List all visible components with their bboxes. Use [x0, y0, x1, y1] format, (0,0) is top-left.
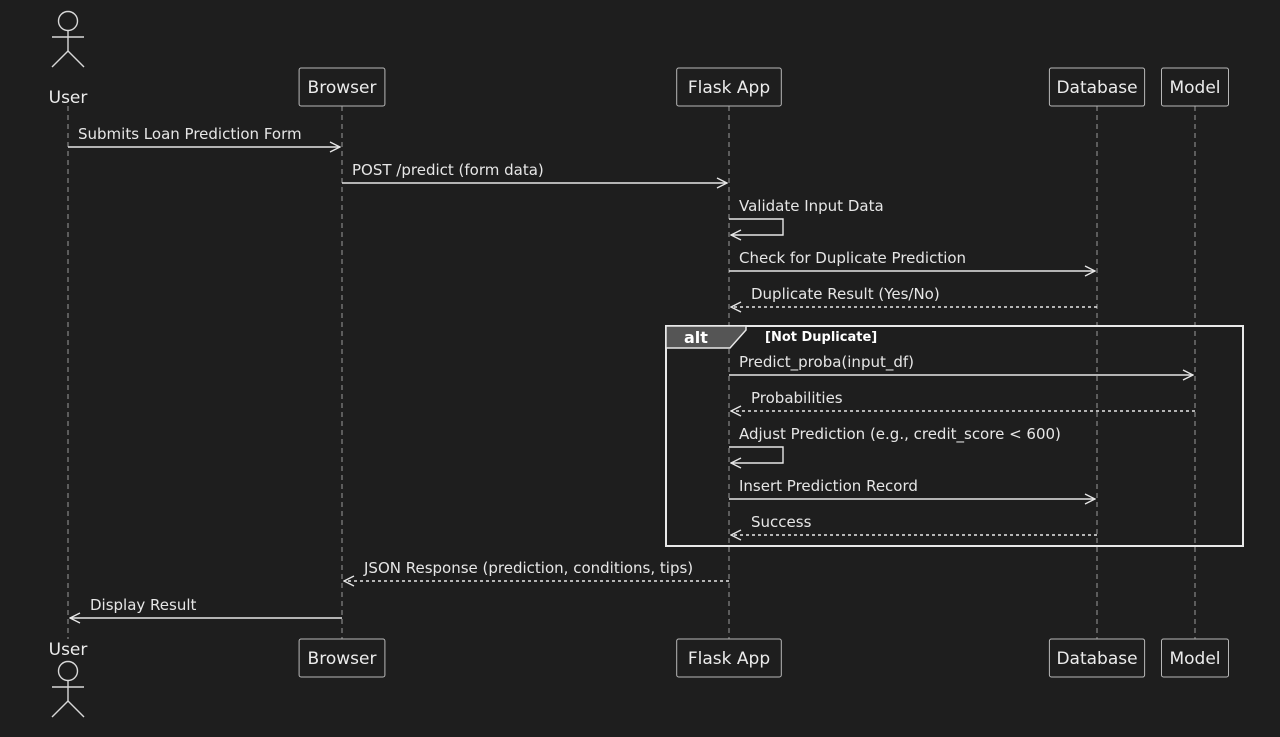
- message-label: Display Result: [90, 596, 197, 614]
- participant-label-model: Model: [1169, 78, 1220, 98]
- participant-model-bottom: Model: [1161, 638, 1229, 678]
- participant-label-flask: Flask App: [688, 78, 770, 98]
- participant-database-bottom: Database: [1048, 638, 1146, 678]
- message-arrow: [729, 446, 784, 463]
- participant-label-flask: Flask App: [688, 649, 770, 669]
- alt-frame-tab: [665, 325, 747, 349]
- message-label: JSON Response (prediction, conditions, t…: [363, 559, 693, 577]
- message-2: POST /predict (form data): [342, 161, 727, 183]
- participant-label-database: Database: [1056, 649, 1137, 669]
- alt-frame-title: alt: [684, 328, 708, 347]
- message-label: Probabilities: [751, 389, 843, 407]
- message-arrow: [729, 218, 784, 235]
- participant-label-user: User: [49, 640, 88, 660]
- stick-figure-icon: [51, 10, 85, 68]
- message-5: Duplicate Result (Yes/No): [731, 285, 1097, 307]
- message-label: Adjust Prediction (e.g., credit_score < …: [739, 425, 1061, 444]
- participant-model-top: Model: [1161, 67, 1229, 107]
- message-3: Validate Input Data: [729, 197, 884, 235]
- participant-label-model: Model: [1169, 649, 1220, 669]
- participant-browser-bottom: Browser: [298, 638, 386, 678]
- message-label: POST /predict (form data): [352, 161, 544, 179]
- message-label: Predict_proba(input_df): [739, 353, 914, 372]
- alt-frame: [665, 325, 1244, 547]
- message-label: Validate Input Data: [739, 197, 884, 215]
- actor-user-top: User: [49, 10, 88, 108]
- participant-label-browser: Browser: [308, 649, 377, 669]
- participant-flask-bottom: Flask App: [676, 638, 782, 678]
- message-10: Success: [731, 513, 1097, 535]
- message-7: Probabilities: [731, 389, 1195, 411]
- message-8: Adjust Prediction (e.g., credit_score < …: [729, 425, 1061, 463]
- message-label: Submits Loan Prediction Form: [78, 125, 302, 143]
- message-label: Check for Duplicate Prediction: [739, 249, 966, 267]
- actor-user-bottom: User: [49, 640, 88, 718]
- message-label: Duplicate Result (Yes/No): [751, 285, 940, 303]
- message-label: Insert Prediction Record: [739, 477, 918, 495]
- alt-frame-guard: [Not Duplicate]: [765, 330, 877, 345]
- message-1: Submits Loan Prediction Form: [68, 125, 340, 147]
- message-11: JSON Response (prediction, conditions, t…: [344, 559, 729, 581]
- participant-label-user: User: [49, 88, 88, 108]
- message-6: Predict_proba(input_df): [729, 353, 1193, 375]
- participant-browser-top: Browser: [298, 67, 386, 107]
- message-9: Insert Prediction Record: [729, 477, 1095, 499]
- participant-database-top: Database: [1048, 67, 1146, 107]
- participant-label-database: Database: [1056, 78, 1137, 98]
- message-label: Success: [751, 513, 812, 531]
- message-12: Display Result: [70, 596, 342, 618]
- stick-figure-icon: [51, 660, 85, 718]
- participant-flask-top: Flask App: [676, 67, 782, 107]
- participant-label-browser: Browser: [308, 78, 377, 98]
- message-4: Check for Duplicate Prediction: [729, 249, 1095, 271]
